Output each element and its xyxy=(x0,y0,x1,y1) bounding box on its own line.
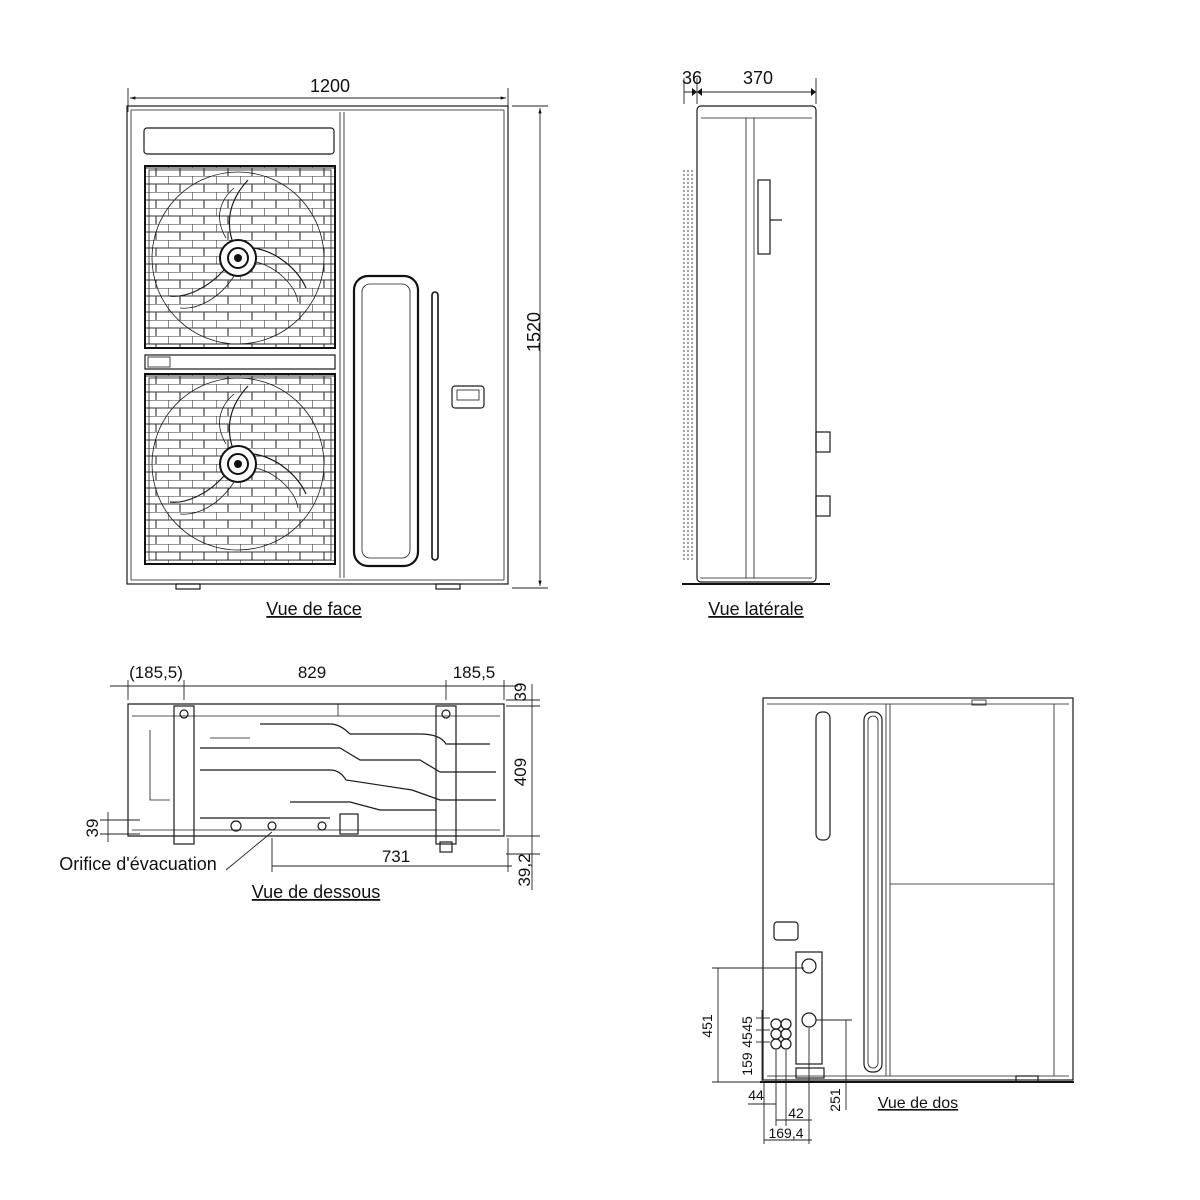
side-view-caption: Vue latérale xyxy=(708,599,803,619)
front-view-caption: Vue de face xyxy=(266,599,361,619)
back-dim-42: 42 xyxy=(788,1105,804,1121)
back-dim-45a: 45 xyxy=(739,1016,755,1032)
back-dim-451: 451 xyxy=(699,1014,715,1038)
back-dim-159: 159 xyxy=(739,1052,755,1076)
back-dim-251: 251 xyxy=(827,1088,843,1112)
back-view: 451 45 45 159 251 44 42 169,4 Vue de dos xyxy=(699,697,1074,1144)
bottom-dim-depth: 409 xyxy=(511,758,530,786)
front-view: 1200 1520 Vu xyxy=(126,76,548,619)
back-dim-44: 44 xyxy=(748,1087,764,1103)
drain-orifice-label: Orifice d'évacuation xyxy=(59,854,217,874)
bottom-dim-top: 39 xyxy=(511,683,530,702)
bottom-dim-drain: 731 xyxy=(382,847,410,866)
bottom-dim-left: (185,5) xyxy=(129,663,183,682)
front-width-dimension: 1200 xyxy=(310,76,350,96)
side-view: 36 370 Vue latérale xyxy=(682,68,831,619)
back-dim-169-4: 169,4 xyxy=(768,1125,803,1141)
side-depth-dim-a: 36 xyxy=(682,68,702,88)
bottom-dim-mid: 829 xyxy=(298,663,326,682)
bottom-view-caption: Vue de dessous xyxy=(252,882,380,902)
front-height-dimension: 1520 xyxy=(524,312,544,352)
back-view-caption: Vue de dos xyxy=(878,1095,958,1112)
bottom-view: (185,5) 829 185,5 39 409 39,2 39 731 xyxy=(59,663,540,902)
back-dim-45b: 45 xyxy=(739,1032,755,1048)
side-depth-dim-b: 370 xyxy=(743,68,773,88)
bottom-dim-right: 185,5 xyxy=(453,663,496,682)
bottom-dim-left-small: 39 xyxy=(83,819,102,838)
bottom-dim-bottom: 39,2 xyxy=(515,853,534,886)
